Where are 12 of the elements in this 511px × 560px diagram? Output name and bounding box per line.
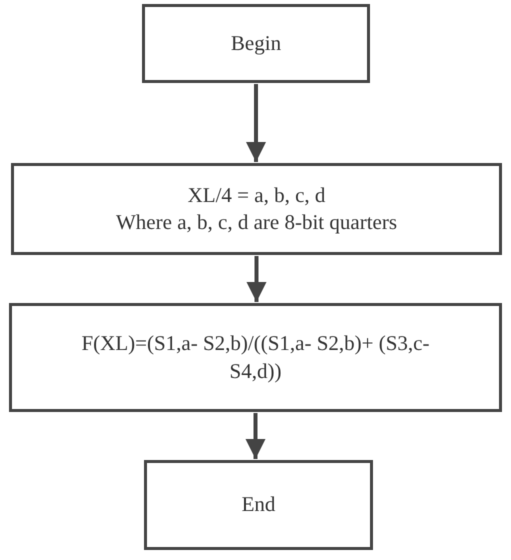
box-text: F(XL)=(S1,a- S2,b)/((S1,a- S2,b)+ (S3,c-S4,d)) <box>80 330 430 384</box>
arrow <box>246 256 266 302</box>
process-box <box>11 163 502 255</box>
box-text: End <box>242 491 276 518</box>
arrow <box>246 413 266 459</box>
process-box <box>9 303 502 412</box>
box-text: XL/4 = a, b, c, d <box>188 182 326 209</box>
box-text: Begin <box>230 30 282 57</box>
process-box <box>144 460 373 550</box>
process-box <box>142 4 370 83</box>
arrow <box>246 84 266 162</box>
box-text: Where a, b, c, d are 8-bit quarters <box>116 209 398 236</box>
